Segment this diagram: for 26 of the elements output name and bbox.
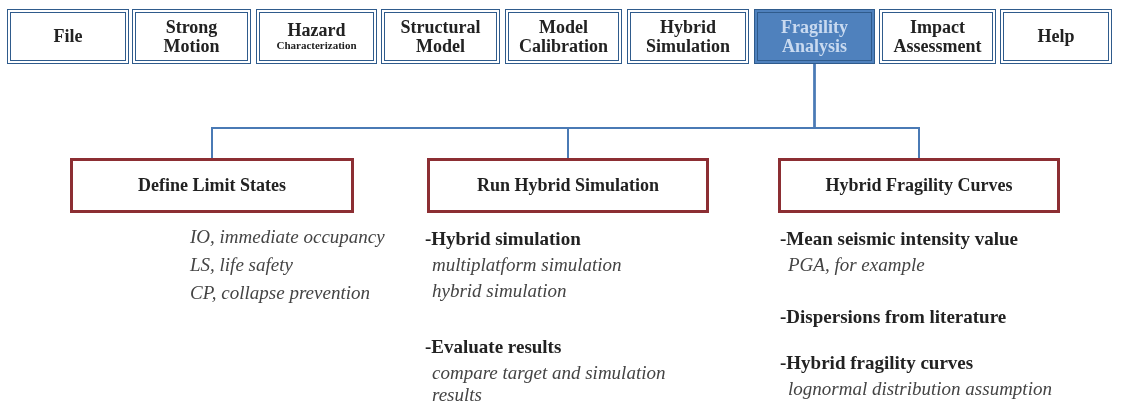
bullet-heading: -Dispersions from literature: [780, 306, 1007, 328]
bullet-heading: -Evaluate results: [425, 336, 562, 358]
bullet-heading: -Mean seismic intensity value: [780, 228, 1018, 250]
menu-tab: File: [7, 9, 129, 64]
menu-tab: Structural Model: [381, 9, 500, 64]
note-text: CP, collapse prevention: [190, 282, 370, 304]
step-box: Define Limit States: [70, 158, 354, 213]
menu-tab: Fragility Analysis: [754, 9, 875, 64]
note-text: PGA, for example: [788, 254, 925, 276]
note-text: compare target and simulation results: [432, 362, 667, 406]
menu-tab: Model Calibration: [505, 9, 622, 64]
step-box: Run Hybrid Simulation: [427, 158, 709, 213]
bullet-heading: -Hybrid simulation: [425, 228, 581, 250]
note-text: IO, immediate occupancy: [190, 226, 385, 248]
connector-line: [813, 63, 920, 159]
note-text: LS, life safety: [190, 254, 293, 276]
note-text: hybrid simulation: [432, 280, 567, 302]
note-text: multiplatform simulation: [432, 254, 622, 276]
menu-tab: Hybrid Simulation: [627, 9, 749, 64]
menu-tab: Hazard Characterization: [256, 9, 377, 64]
menu-tab: Help: [1000, 9, 1112, 64]
menu-tab: Strong Motion: [132, 9, 251, 64]
bullet-heading: -Hybrid fragility curves: [780, 352, 974, 374]
menu-tab: Impact Assessment: [879, 9, 996, 64]
note-text: lognormal distribution assumption: [788, 378, 1052, 400]
step-box: Hybrid Fragility Curves: [778, 158, 1060, 213]
